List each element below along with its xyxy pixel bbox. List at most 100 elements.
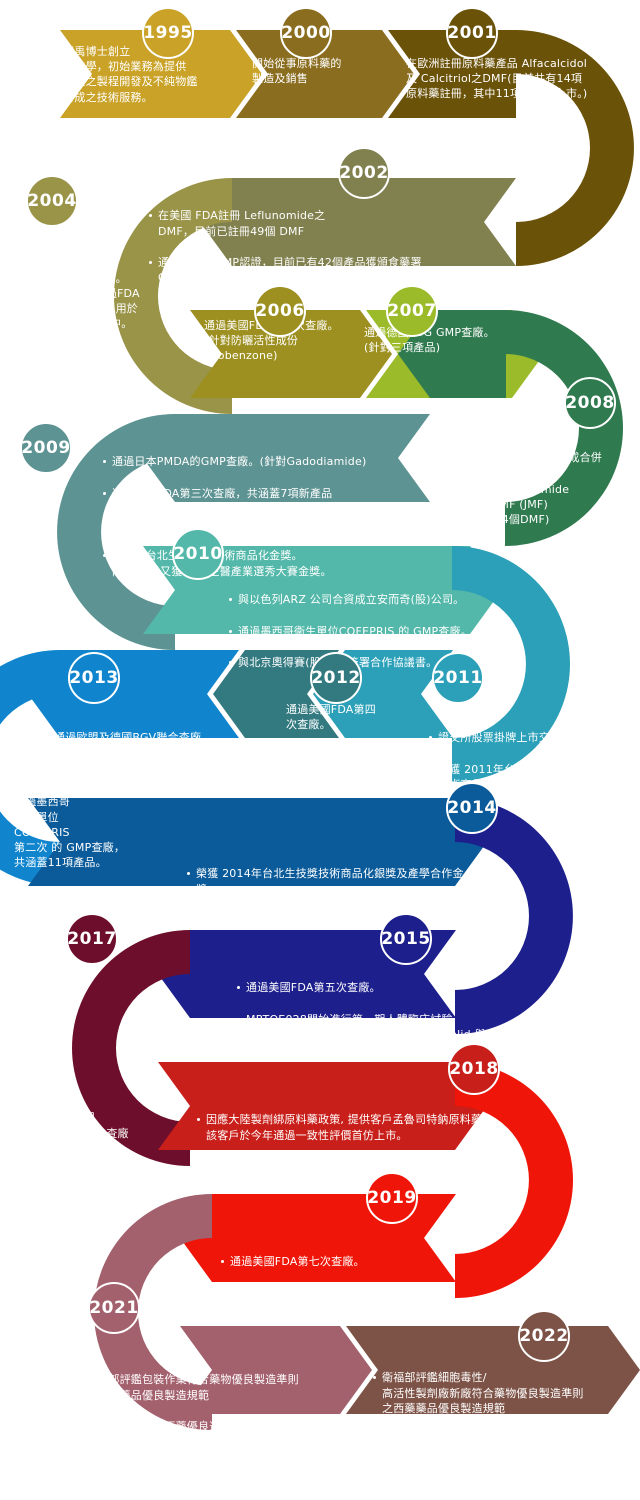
year-label-2018: 2018 [449,1059,499,1079]
milestone-text-2009: 通過日本PMDA的GMP查廠。(針對Gadodiamide) 通過美國FDA第三… [102,424,432,610]
bullet-item: 通過日本PMDA的GMP查廠。(針對Gadodiamide) [102,454,432,469]
year-badge-2015[interactable]: 2015 [380,913,432,965]
segment-2012-shape [213,650,339,738]
bullet-item: 通過衛生署GMP認證，目前已有42個產品獲頒食藥署 GMP證書 [148,255,498,285]
milestone-text-2013-bend: 通過墨西哥 衛生單位 COFEPRIS 第二次 的 GMP查廠， 共涵蓋11項產… [4,764,144,902]
year-badge-2012[interactable]: 2012 [310,652,362,704]
bullet-item: 通過美國FDA第七次查廠。 [220,1254,520,1269]
bullet-item: 通過美國FDA第三次查廠，共涵蓋7項新產品 [102,486,432,501]
milestone-text-2013: 通過歐盟及德國BGV聯合查廠 通過日本PMDA的GMP查廠。 (針對TS-1(G… [22,700,272,823]
bullet-item: 與以色列ARZ 公司合資成立安而奇(股)公司。 [228,592,528,607]
bullet-item: 證交所股票掛牌上市交易。 [428,730,628,745]
bend-left-2009 [57,414,175,650]
bend-right-2015 [455,798,573,1034]
year-badge-2009[interactable]: 2009 [20,422,72,474]
year-label-2019: 2019 [367,1188,417,1208]
bullet-item: 通過日本PMDA的GMP查廠。 (針對TS-1(Gimeracil, Otera… [22,762,272,792]
year-label-1995: 1995 [143,23,193,43]
bullet-item: 通過美國FDA第五次查廠。 [236,980,626,995]
year-badge-2007[interactable]: 2007 [386,285,438,337]
segment-2009-shape [143,414,430,502]
year-label-2002: 2002 [339,163,389,183]
year-badge-2004[interactable]: 2004 [26,175,78,227]
bullet-item: 衛福部評鑑包裝作業符合藥物優良製造準則 之西藥藥品優良製造規範 [76,1372,346,1402]
milestone-text-2014: 榮獲 2014年台北生技獎技術商品化銀獎及產學合作金獎。 獲頒 ISO14001… [186,836,486,959]
milestone-text-2008: 台耀化學與聯僑生物科技完成合併 在日本註冊 Gadodiamide Hydrat… [424,420,640,559]
year-label-2017: 2017 [67,929,117,949]
bullet-item: 因應大陸製劑綁原料藥政策, 提供客戶孟魯司特鈉原料藥, 該客戶於今年通過一致性評… [196,1112,516,1142]
year-badge-2011[interactable]: 2011 [432,652,484,704]
year-badge-2013[interactable]: 2013 [68,652,120,704]
bullet-item: 通過歐盟及德國BGV聯合查廠 [22,730,272,745]
year-badge-2006[interactable]: 2006 [254,285,306,337]
bullet-item: 在日本註冊 Gadodiamide Hydrate之DMF (JMF) (目前已… [424,482,640,528]
segment-2021-shape [180,1326,372,1414]
bend-left-2017 [72,930,190,1166]
segment-2002-shape [200,178,516,266]
segment-2000-shape [236,30,414,118]
milestone-text-2012: 通過美國FDA第四 次查廠。 [286,703,376,732]
bend-left-2004 [114,178,232,414]
milestone-text-2022: 衛福部評鑑細胞毒性/ 高活性製劑廠新廠符合藥物優良製造準則 之西藥藥品優良製造規… [372,1340,640,1447]
segment-2014-shape [28,798,487,886]
milestone-text-2017: 通過美國 FDA第六次查廠 [40,1080,170,1172]
year-badge-2014[interactable]: 2014 [446,782,498,834]
year-badge-2019[interactable]: 2019 [366,1172,418,1224]
bend-left-2013 [0,650,60,886]
bend-right-2019 [455,1062,573,1298]
year-label-2009: 2009 [21,438,71,458]
bullet-item: 與北京奧得賽(股)公司簽署合作協議書。 [228,655,528,670]
milestone-text-2021: 衛福部評鑑包裝作業符合藥物優良製造準則 之西藥藥品優良製造規範 衛福部評鑑符合西… [76,1342,346,1465]
year-label-2021: 2021 [89,1298,139,1318]
segment-2006-shape [190,310,392,398]
milestone-text-2002: 在美國 FDA註冊 Leflunomide之 DMF，目前已註冊49個 DMF … [148,178,498,317]
year-badge-2017[interactable]: 2017 [66,913,118,965]
milestone-text-1995: 程正禹博士創立 台耀化學，初始業務為提供 原料藥之製程開發及不純物鑑 與合成之技… [52,45,198,104]
year-badge-2010[interactable]: 2010 [172,528,224,580]
year-badge-2000[interactable]: 2000 [280,7,332,59]
year-badge-2018[interactable]: 2018 [448,1043,500,1095]
year-label-2014: 2014 [447,798,497,818]
bullet-item: 通過墨西哥 衛生單位 COFEPRIS 第二次 的 GMP查廠， 共涵蓋11項產… [4,794,144,870]
bullet-item: MPTOE028開始進行第一期人體臨床試驗 通過日本PMDA的GMP查廠。(針對… [236,1012,626,1042]
bend-right-top [516,30,634,266]
milestone-text-2007: 通過德國BSG GMP查廠。 (針對三項產品) [364,326,495,355]
bend-right-2008 [505,310,623,546]
year-badge-2021[interactable]: 2021 [88,1282,140,1334]
segment-2018-shape [158,1062,487,1150]
year-badge-1995[interactable]: 1995 [142,7,194,59]
milestone-text-2019: 通過美國FDA第七次查廠。 [220,1224,520,1301]
year-label-2004: 2004 [27,191,77,211]
segment-2010-shape [143,546,502,634]
bullet-item: 在美國 FDA註冊 Leflunomide之 DMF，目前已註冊49個 DMF [148,208,498,238]
year-badge-2022[interactable]: 2022 [518,1310,570,1362]
year-label-2006: 2006 [255,301,305,321]
bullet-item: 衛福部評鑑細胞毒性/ 高活性製劑廠新廠符合藥物優良製造準則 之西藥藥品優良製造規… [372,1370,640,1416]
milestone-text-2015: 通過美國FDA第五次查廠。 MPTOE028開始進行第一期人體臨床試驗 通過日本… [236,950,626,1073]
bend-right-2011 [452,546,570,782]
year-badge-2008[interactable]: 2008 [564,377,616,429]
year-badge-2001[interactable]: 2001 [446,7,498,59]
year-label-2007: 2007 [387,301,437,321]
bullet-item: 獲頒 ISO14001, OHSAS18001, 及 CNS15506 證書 。 [186,913,486,928]
year-label-2011: 2011 [433,668,483,688]
year-label-2000: 2000 [281,23,331,43]
year-badge-2002[interactable]: 2002 [338,147,390,199]
year-label-2008: 2008 [565,393,615,413]
segment-1995-shape [60,30,262,118]
milestone-text-2018: 因應大陸製劑綁原料藥政策, 提供客戶孟魯司特鈉原料藥, 該客戶於今年通過一致性評… [196,1082,516,1174]
year-label-2001: 2001 [447,23,497,43]
bullet-item: 獲得歐盟 Calcipotriol Anhydrate的CEP證書 獎。 [102,517,432,532]
year-label-2010: 2010 [173,544,223,564]
bullet-item: 台耀化學與聯僑生物科技完成合併 [424,450,640,465]
bullet-item: 通過墨西哥衛生單位COFEPRIS 的 GMP查廠。 [228,624,528,639]
segment-2015-shape [158,930,456,1018]
year-label-2015: 2015 [381,929,431,949]
milestone-text-2000: 開始從事原料藥的 製造及銷售 [252,57,342,86]
milestone-text-2004: 通過美國FDA的 首次GMP查廠 為針對 Leflunomide 製劑上市前查廠… [24,211,140,331]
year-label-2012: 2012 [311,668,361,688]
bullet-item: 通過美國 FDA第六次查廠 [40,1110,170,1140]
milestone-text-2001: 在歐洲註冊原料藥產品 Alfacalcidol 及 Calcitriol之DMF… [406,57,588,101]
bend-left-2021 [94,1194,212,1430]
year-label-2022: 2022 [519,1326,569,1346]
